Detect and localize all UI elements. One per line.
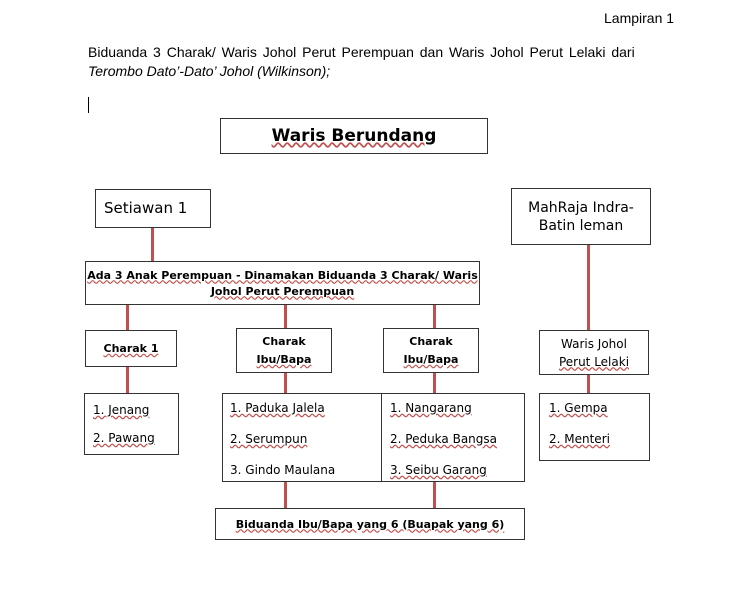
bottom-label: Biduanda Ibu/Bapa yang 6 (Buapak yang 6) — [235, 517, 505, 531]
list-item: 1. Gempa — [549, 401, 608, 415]
list-item: 2. Pawang — [93, 431, 155, 445]
list-item: 1. Paduka Jalela — [230, 401, 325, 415]
connector-list2 — [284, 373, 287, 393]
list-item: 3. Seibu Garang — [390, 463, 487, 477]
list-charak1-box: 1. Jenang 2. Pawang — [84, 393, 179, 455]
left-branch-label: Setiawan 1 — [104, 199, 188, 217]
connector-list3 — [433, 373, 436, 393]
waris-johol-label-line1: Waris Johol — [561, 336, 627, 351]
list-item: 2. Serumpun — [230, 432, 308, 446]
connector-bottom-left — [284, 482, 287, 508]
connector-left-branch — [151, 228, 154, 261]
list-charak3-box: 1. Nangarang 2. Peduka Bangsa 3. Seibu G… — [381, 393, 525, 482]
charak3-label-line2: Ibu/Bapa — [403, 353, 459, 366]
intro-line-1: Biduanda 3 Charak/ Waris Johol Perut Per… — [88, 44, 635, 60]
root-label: Waris Berundang — [271, 126, 437, 146]
list-waris-johol-box: 1. Gempa 2. Menteri — [539, 393, 650, 461]
list-item: 3. Gindo Maulana — [230, 463, 336, 477]
connector-list4 — [587, 375, 590, 393]
right-branch-label-line2: Batin leman — [538, 217, 624, 234]
right-branch-label-line1: MahRaja Indra- — [528, 199, 634, 216]
charak2-label-line2: Ibu/Bapa — [256, 353, 312, 366]
connector-right-branch — [587, 245, 590, 330]
list-item: 2. Menteri — [549, 432, 610, 446]
charak1-label: Charak 1 — [103, 342, 159, 355]
right-branch-box: MahRaja Indra- Batin leman — [511, 188, 651, 245]
connector-bottom-right — [433, 482, 436, 508]
connector-charak2 — [284, 305, 287, 330]
left-branch-box: Setiawan 1 — [95, 189, 211, 228]
daughters-label-line2: Johol Perut Perempuan — [210, 284, 355, 298]
charak2-box: Charak Ibu/Bapa — [236, 328, 332, 373]
text-cursor — [88, 97, 89, 113]
charak3-box: Charak Ibu/Bapa — [383, 328, 479, 373]
charak1-box: Charak 1 — [85, 330, 177, 367]
connector-charak1 — [126, 305, 129, 330]
waris-johol-label-line2: Perut Lelaki — [558, 354, 630, 369]
list-item: 1. Jenang — [93, 403, 150, 417]
connector-charak3 — [433, 305, 436, 330]
charak2-label-line1: Charak — [262, 335, 306, 348]
intro-line-2: Terombo Dato’-Dato’ Johol (Wilkinson); — [88, 63, 331, 79]
daughters-box: Ada 3 Anak Perempuan - Dinamakan Biduand… — [85, 261, 480, 305]
bottom-box: Biduanda Ibu/Bapa yang 6 (Buapak yang 6) — [215, 508, 525, 540]
list-item: 2. Peduka Bangsa — [390, 432, 497, 446]
charak3-label-line1: Charak — [409, 335, 453, 348]
connector-list1 — [126, 367, 129, 393]
waris-johol-box: Waris Johol Perut Lelaki — [539, 330, 649, 375]
daughters-label-line1: Ada 3 Anak Perempuan - Dinamakan Biduand… — [87, 268, 478, 282]
root-box: Waris Berundang — [220, 118, 488, 154]
list-charak2-box: 1. Paduka Jalela 2. Serumpun 3. Gindo Ma… — [222, 393, 384, 482]
list-item: 1. Nangarang — [390, 401, 472, 415]
attachment-label: Lampiran 1 — [604, 10, 675, 26]
